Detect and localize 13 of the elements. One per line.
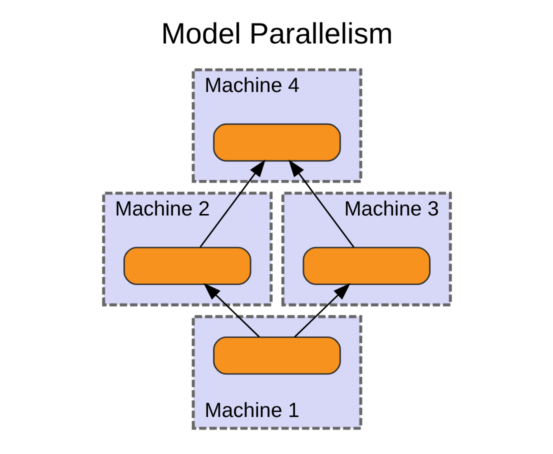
cluster: Machine 3 <box>280 192 452 306</box>
cluster: Machine 2 <box>102 192 272 306</box>
arrow <box>202 282 260 338</box>
arrow <box>199 159 266 248</box>
node-box <box>122 246 251 286</box>
node-box <box>212 123 340 162</box>
node-box <box>302 246 430 286</box>
node-box <box>212 336 340 375</box>
cluster: Machine 1 <box>191 315 362 430</box>
arrow <box>288 159 354 248</box>
diagram-title: Model Parallelism <box>160 17 392 50</box>
cluster: Machine 4 <box>191 68 362 183</box>
arrow <box>294 282 350 338</box>
